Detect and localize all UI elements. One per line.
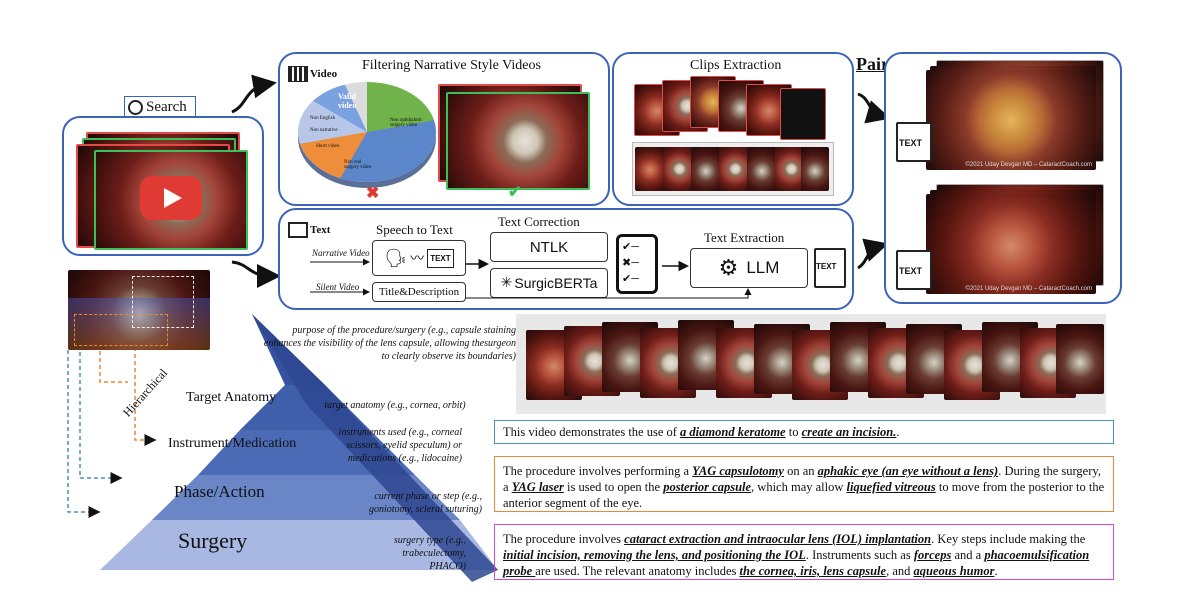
caption-keyword: aqueous humor: [913, 564, 995, 578]
caption-text: on an: [783, 464, 818, 478]
caption-text: are used. The relevant anatomy includes: [535, 564, 740, 578]
pyramid-level-instrument: Instrument/Medication: [168, 436, 297, 451]
caption-keyword: phacoemulsification probe: [503, 548, 1090, 578]
waveform-icon: 〰: [410, 252, 425, 267]
caption-keyword: aphakic eye (an eye without a lens): [817, 464, 999, 478]
text-doc-icon: TEXT: [896, 122, 932, 162]
pyramid-level-goal: Goal Treatment: [219, 344, 257, 365]
text-extraction-label: Text Extraction: [704, 230, 785, 245]
caption-text: and a: [951, 548, 985, 562]
caption-keyword: liquefied vitreous: [846, 480, 936, 494]
pie-label-non-oph: Non ophthalmic surgery video: [390, 118, 423, 128]
caption-text: This video demonstrates the use of: [503, 425, 681, 439]
caption-keyword: cataract extraction and intraocular lens…: [624, 532, 932, 546]
pair-title: Pair: [856, 54, 889, 74]
network-icon: ✳: [500, 275, 513, 291]
filter-pie-chart: [298, 82, 436, 182]
pie-label-valid: Valid video: [338, 92, 357, 110]
valid-video-thumb: [446, 92, 590, 190]
youtube-play-icon: [140, 176, 202, 220]
caption-keyword: a diamond keratome: [680, 425, 786, 439]
caption-text: is used to open the: [563, 480, 664, 494]
caption-text: . Key steps include making the: [931, 532, 1086, 546]
caption-keyword: the cornea, iris, lens capsule: [739, 564, 887, 578]
caption-text: The procedure involves performing a: [503, 464, 693, 478]
pipeline-arrows: [310, 258, 752, 299]
speech-to-text-box: 🗣 〰 TEXT: [372, 240, 466, 276]
caption-blue: This video demonstrates the use of a dia…: [494, 420, 1114, 444]
caption-text: . During the surgery, a: [503, 464, 1101, 494]
caption-keyword: initial incision, removing the lens, and…: [503, 548, 806, 562]
pie-label-non-real: Non real surgery video: [344, 160, 372, 170]
caption-orange: The procedure involves performing a YAG …: [494, 456, 1114, 512]
text-output-icon: TEXT: [814, 248, 846, 288]
openai-icon: ⚙: [718, 255, 739, 280]
caption-text: . Instruments such as: [805, 548, 914, 562]
silent-video-label: Silent Video: [316, 282, 360, 292]
search-icon: [128, 99, 143, 115]
checklist-icon: ✔─✖─✔─: [616, 234, 658, 294]
pie-label-non-english: Non English: [310, 116, 336, 121]
desc-goal: purpose of the procedure/surgery (e.g., …: [263, 325, 516, 362]
watermark: ©2021 Uday Devgan MD – CataractCoach.com: [965, 286, 1092, 292]
clips-title: Clips Extraction: [690, 58, 782, 73]
caption-text: to: [785, 425, 802, 439]
filter-panel: Filtering Narrative Style Videos Video V…: [278, 52, 610, 206]
pair-frame-2: ©2021 Uday Devgan MD – CataractCoach.com: [926, 194, 1096, 294]
narrative-video-label: Narrative Video: [312, 248, 370, 258]
reject-x-icon: ✖: [366, 185, 380, 202]
pie-label-short: Short video: [316, 144, 340, 149]
caption-text: , which may allow: [751, 480, 847, 494]
desc-phase: current phase or step (e.g., goniotomy, …: [368, 491, 482, 515]
filter-title: Filtering Narrative Style Videos: [362, 58, 541, 73]
clip-frames-top: [634, 76, 826, 142]
youtube-videos-panel: [62, 116, 264, 256]
text-tag-icon: [288, 222, 308, 238]
pair-panel: ©2021 Uday Devgan MD – CataractCoach.com…: [884, 52, 1122, 304]
caption-text: .: [994, 564, 998, 578]
caption-keyword: YAG capsulotomy: [692, 464, 784, 478]
clip-frames-bottom: [632, 142, 834, 196]
caption-text: to move from the posterior to the anteri…: [503, 480, 1105, 510]
video-tag-label: Video: [310, 68, 338, 80]
caption-text: The procedure involves: [503, 532, 625, 546]
caption-keyword: forceps: [913, 548, 952, 562]
text-pipeline-panel: Text Speech to Text Narrative Video Sile…: [278, 208, 854, 310]
text-tag: Text: [288, 222, 330, 238]
speaker-head-icon: 🗣: [384, 247, 408, 268]
annotated-surgery-image: [68, 270, 210, 350]
film-icon: [288, 66, 308, 82]
caption-keyword: posterior capsule: [663, 480, 752, 494]
desc-target: target anatomy (e.g., cornea, orbit): [324, 400, 466, 411]
accept-check-icon: ✔: [508, 184, 522, 201]
text-correction-label: Text Correction: [498, 214, 580, 229]
pair-frame-1: ©2021 Uday Devgan MD – CataractCoach.com: [926, 70, 1096, 170]
watermark: ©2021 Uday Devgan MD – CataractCoach.com: [965, 162, 1092, 168]
text-doc-icon: TEXT: [427, 248, 454, 268]
pie-label-non-narrative: Non narrative: [310, 128, 338, 133]
title-description-box: Title&Description: [372, 282, 466, 302]
text-doc-icon: TEXT: [896, 250, 932, 290]
caption-magenta: The procedure involves cataract extracti…: [494, 524, 1114, 580]
speech-to-text-label: Speech to Text: [376, 222, 453, 237]
clips-panel: Clips Extraction: [612, 52, 854, 206]
search-label: Search: [146, 98, 187, 115]
caption-keyword: create an incision.: [801, 425, 897, 439]
pyramid-level-target: Target Anatomy: [186, 390, 277, 405]
ntlk-box: NTLK: [490, 232, 608, 262]
pyramid-level-surgery: Surgery: [178, 528, 248, 553]
frame-sequence-strip: [516, 314, 1106, 414]
video-tag: Video: [288, 66, 337, 82]
hierarchy-pyramid: [100, 314, 498, 582]
caption-text: , and: [886, 564, 914, 578]
caption-text: .: [896, 425, 900, 439]
pyramid-level-phase: Phase/Action: [174, 482, 265, 501]
llm-box: ⚙ LLM: [690, 248, 808, 288]
desc-instrument: instruments used (e.g., corneal scissors…: [338, 427, 462, 464]
desc-surgery: surgery type (e.g., trabeculectomy, PHAC…: [393, 535, 466, 572]
caption-keyword: YAG laser: [511, 480, 564, 494]
